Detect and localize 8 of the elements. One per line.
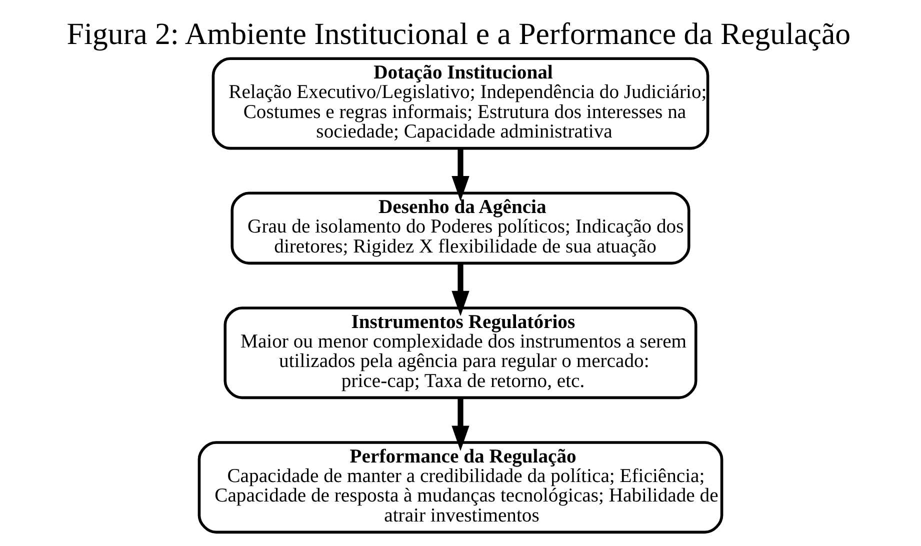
node-box: Dotação Institucional Relação Executivo/Legislativo; Independência do Judiciário; Costumes e regras informais; Estrutura dos interesses na sociedade; Capacidade administrativa (212, 57, 710, 150)
arrow (452, 148, 470, 202)
node-box: Desenho da Agência Grau de isolamento do Poderes políticos; Indicação dos diretores; Rigidez X flexibilidade de sua atuação (230, 192, 690, 265)
diagram-title: Figura 2: Ambiente Institucional e a Performance da Regulação (66, 17, 851, 52)
node-box: Performance da Regulação Capacidade de manter a credibilidade da política; Eficiência; Capacidade de resposta à mudanças tecnológicas; Habilidade de atrair investimentos (198, 441, 724, 534)
arrow (452, 398, 470, 451)
node-box: Instrumentos Regulatórios Maior ou menor complexidade dos instrumentos a serem utilizados pela agência para regular o mercado: price-cap; Taxa de retorno, etc. (224, 306, 698, 400)
arrow (452, 264, 470, 316)
